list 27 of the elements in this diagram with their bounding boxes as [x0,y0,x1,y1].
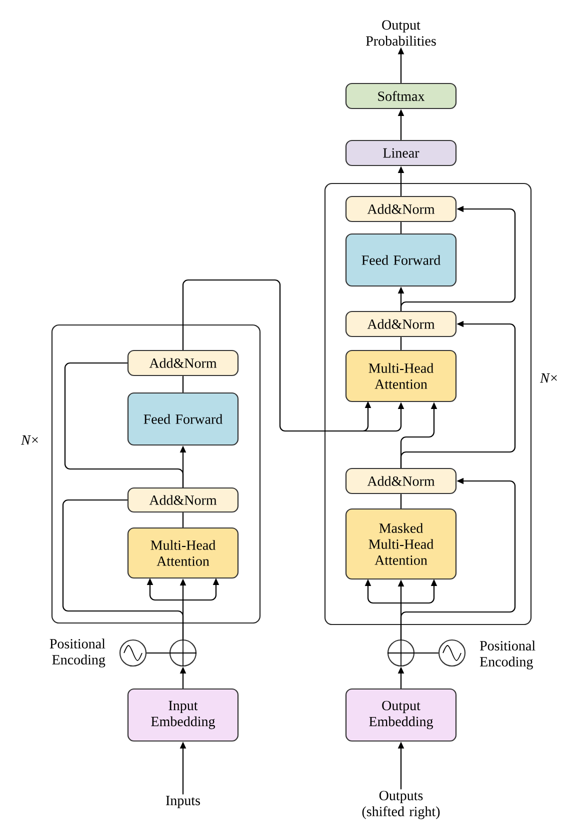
layer-box: Multi-Head Attention [345,350,457,402]
io-label: Inputs [166,796,200,808]
sine-circle [438,639,466,667]
layer-box: Output Embedding [345,688,457,742]
layer-box: Linear [345,140,457,166]
layer-box: Input Embedding [127,688,239,742]
layer-box: Add&Norm [127,487,239,513]
layer-box: Masked Multi-Head Attention [345,508,457,580]
layer-box: Add&Norm [127,350,239,376]
layer-box: Add&Norm [345,468,457,494]
side-label: Positional Encoding [50,638,106,668]
adder-circle [387,639,415,667]
sine-circle [119,639,147,667]
layer-box: Multi-Head Attention [127,527,239,579]
layer-box: Softmax [345,82,457,110]
adder-circle [169,639,197,667]
io-label: Outputs (shifted right) [362,790,440,820]
side-label: Positional Encoding [480,640,536,670]
layer-box: Add&Norm [345,310,457,338]
block-frame [324,182,532,626]
side-label: N× [20,435,38,445]
side-label: N× [540,373,557,383]
io-label: Output Probabilities [366,20,436,46]
layer-box: Add&Norm [345,196,457,222]
layer-box: Feed Forward [127,392,239,446]
block-frame [51,324,261,624]
layer-box: Feed Forward [345,233,457,287]
